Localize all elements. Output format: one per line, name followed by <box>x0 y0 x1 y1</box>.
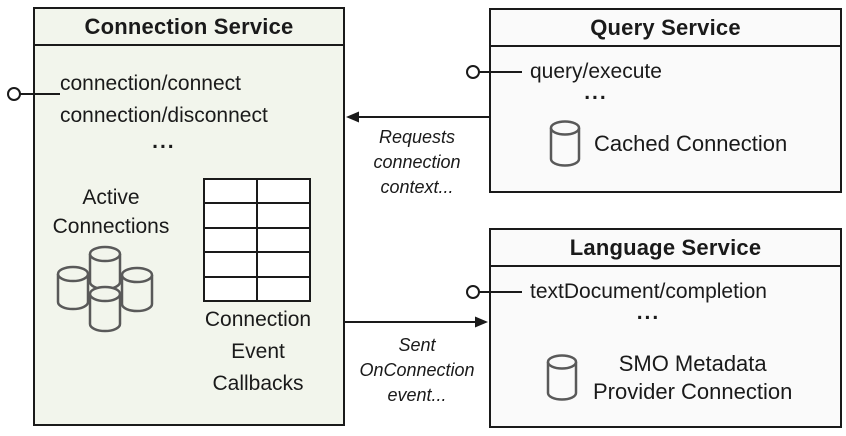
table-cell <box>258 204 309 227</box>
active-connections-line: Active <box>82 186 140 209</box>
connection-service-box: Connection Service connection/connect co… <box>33 7 345 426</box>
smo-metadata-connection-row: SMO Metadata Provider Connection <box>545 350 792 406</box>
arrow-label-requests-connection-context: Requests connection context... <box>345 125 489 200</box>
database-icon <box>549 120 581 167</box>
method-connection-disconnect: connection/disconnect <box>60 104 268 127</box>
smo-metadata-line: Provider Connection <box>593 379 793 404</box>
method-textdocument-completion: textDocument/completion <box>530 280 767 303</box>
arrow-label-line: context... <box>380 177 454 197</box>
database-cylinder-icon <box>88 245 122 291</box>
callbacks-label-line: Callbacks <box>212 372 304 395</box>
connection-service-title: Connection Service <box>35 9 343 46</box>
table-cell <box>205 277 256 300</box>
table-cell <box>258 228 309 252</box>
cached-connection-label: Cached Connection <box>594 131 788 156</box>
callbacks-label-line: Event <box>231 340 285 363</box>
query-service-box: Query Service query/execute ... Cached C… <box>489 8 842 193</box>
language-service-title: Language Service <box>491 230 840 267</box>
active-connections-line: Connections <box>52 215 170 238</box>
database-cluster-icon <box>56 245 154 333</box>
arrow-label-line: event... <box>387 385 447 405</box>
table-cell <box>205 204 256 227</box>
language-service-methods: textDocument/completion ... <box>530 280 767 324</box>
connection-service-methods: connection/connect connection/disconnect… <box>60 68 268 152</box>
arrow-label-line: connection <box>373 152 461 172</box>
arrow-label-line: Sent <box>398 335 436 355</box>
query-service-title: Query Service <box>491 10 840 47</box>
arrow-label-line: OnConnection <box>359 360 475 380</box>
database-icon <box>546 354 578 401</box>
database-cylinder-icon <box>56 265 90 311</box>
arrow-requests-connection-context <box>346 111 489 123</box>
ellipsis-text: ... <box>152 130 176 153</box>
table-cell <box>258 277 309 300</box>
arrow-label-sent-onconnection-event: Sent OnConnection event... <box>345 333 489 408</box>
table-cell <box>205 180 256 203</box>
table-cell <box>258 253 309 276</box>
method-query-execute: query/execute <box>530 60 662 83</box>
method-connection-connect: connection/connect <box>60 72 241 95</box>
arrow-label-line: Requests <box>378 127 456 147</box>
connection-event-callbacks-label: Connection Event Callbacks <box>183 304 333 400</box>
callbacks-table <box>203 178 311 302</box>
arrow-sent-onconnection-event <box>345 316 488 328</box>
callbacks-label-line: Connection <box>204 308 312 331</box>
table-cell <box>205 253 256 276</box>
smo-metadata-connection-label: SMO Metadata Provider Connection <box>593 350 792 406</box>
query-service-methods: query/execute ... <box>530 60 662 104</box>
table-cell <box>205 228 256 252</box>
table-cell <box>258 180 309 203</box>
ellipsis-text: ... <box>636 301 661 324</box>
database-cylinder-icon <box>88 285 122 333</box>
database-cylinder-icon <box>120 266 154 313</box>
active-connections-label: Active Connections <box>36 183 186 241</box>
language-service-box: Language Service textDocument/completion… <box>489 228 842 428</box>
smo-metadata-line: SMO Metadata <box>618 351 767 376</box>
ellipsis-text: ... <box>584 81 608 104</box>
cached-connection-row: Cached Connection <box>548 120 787 168</box>
